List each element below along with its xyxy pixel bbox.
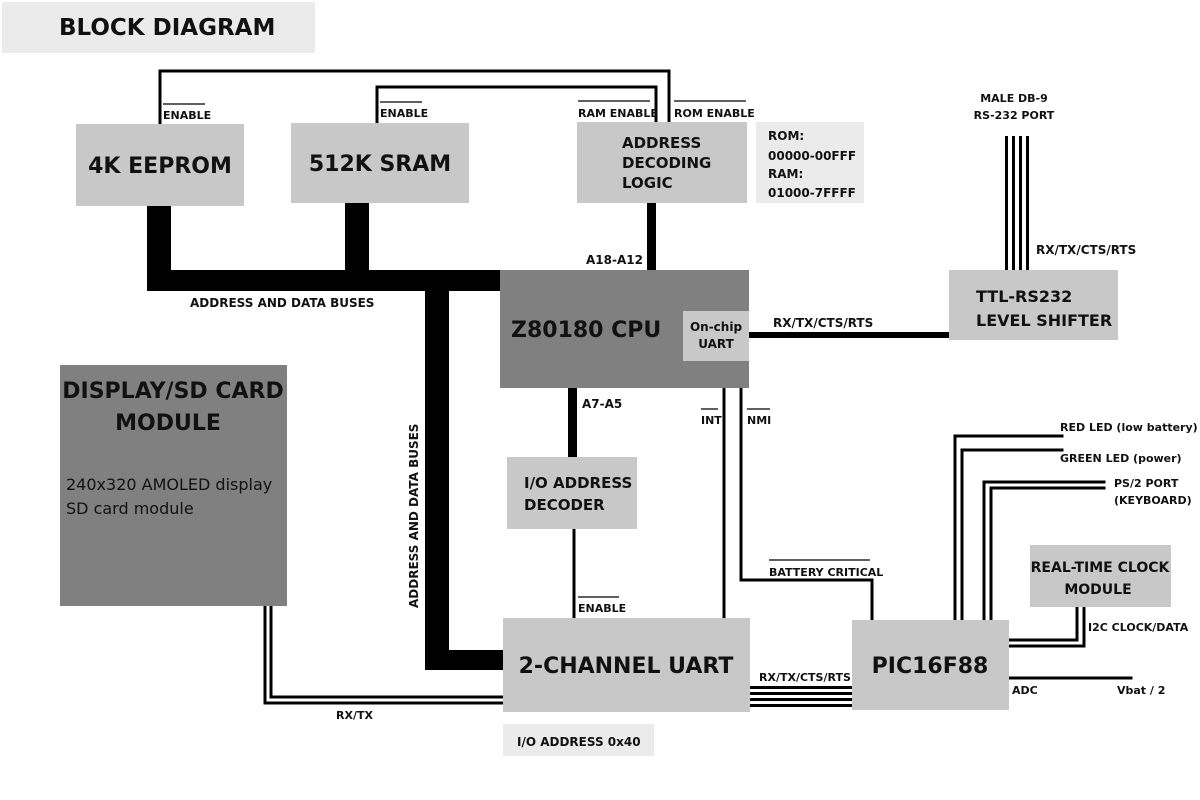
int-label: INT <box>701 408 722 427</box>
memory-map-line-4: 01000-7FFFF <box>768 186 856 200</box>
rx-tx-wire-outer <box>263 603 505 705</box>
rx-tx-wire-inner <box>269 603 505 699</box>
addr-decode-line-1: ADDRESS <box>622 134 701 152</box>
red-led-wire <box>953 434 1064 622</box>
ps2-wire-inner <box>989 486 1106 622</box>
uart-address-label: I/O ADDRESS 0x40 <box>517 735 641 749</box>
uart2-label: 2-CHANNEL UART <box>519 654 734 679</box>
db9-label-line-1: MALE DB-9 <box>980 92 1048 105</box>
cpu-label: Z80180 CPU <box>511 318 661 343</box>
i2c-label: I2C CLOCK/DATA <box>1088 621 1189 634</box>
sram-enable-label: ENABLE <box>380 101 428 120</box>
memory-map-note: ROM: 00000-00FFF RAM: 01000-7FFFF <box>756 122 864 203</box>
address-decoding-block[interactable]: ADDRESS DECODING LOGIC <box>577 122 747 203</box>
ram-enable-wire <box>375 85 658 126</box>
vbat-label: Vbat / 2 <box>1117 684 1165 697</box>
a18-a12-wire <box>647 203 656 270</box>
svg-text:ENABLE: ENABLE <box>380 107 428 120</box>
rtc-block[interactable]: REAL-TIME CLOCK MODULE <box>1030 545 1171 607</box>
pic-label: PIC16F88 <box>872 654 989 679</box>
display-desc-line-1: 240x320 AMOLED display <box>66 475 272 494</box>
nmi-wire <box>739 386 874 622</box>
io-address-decoder-block[interactable]: I/O ADDRESS DECODER <box>507 457 637 529</box>
red-led-label: RED LED (low battery) <box>1060 421 1198 434</box>
db9-wires <box>1005 136 1029 270</box>
uart-address-note: I/O ADDRESS 0x40 <box>503 724 654 756</box>
memory-map-line-3: RAM: <box>768 167 803 181</box>
i2c-wire-inner <box>1006 604 1079 642</box>
eeprom-label: 4K EEPROM <box>88 154 232 179</box>
rx-tx-label: RX/TX <box>336 709 373 722</box>
on-chip-uart[interactable]: On-chip UART <box>683 311 749 361</box>
title-banner <box>2 2 315 53</box>
level-shifter-line-2: LEVEL SHIFTER <box>976 311 1112 330</box>
io-decoder-line-2: DECODER <box>524 496 605 514</box>
bus-horizontal <box>147 270 501 291</box>
level-shifter-line-1: TTL-RS232 <box>976 287 1072 306</box>
on-chip-uart-line-2: UART <box>698 337 734 351</box>
ps2-label-line-1: PS/2 PORT <box>1114 477 1179 490</box>
display-title-line-2: MODULE <box>115 411 221 436</box>
io-decoder-line-1: I/O ADDRESS <box>524 474 632 492</box>
eeprom-block[interactable]: 4K EEPROM <box>76 124 244 206</box>
sram-block[interactable]: 512K SRAM <box>291 123 469 203</box>
green-led-wire <box>960 448 1064 622</box>
rs232-signals-label: RX/TX/CTS/RTS <box>1036 243 1136 257</box>
bus-vertical <box>425 270 449 670</box>
uart-pic-signals-label: RX/TX/CTS/RTS <box>759 671 851 684</box>
svg-text:RAM ENABLE: RAM ENABLE <box>578 107 658 120</box>
svg-text:INT: INT <box>701 414 722 427</box>
on-chip-uart-line-1: On-chip <box>690 320 742 334</box>
ps2-label-line-2: (KEYBOARD) <box>1114 494 1192 507</box>
cpu-rs232-wire <box>748 332 949 338</box>
pic16f88-block[interactable]: PIC16F88 <box>852 620 1009 710</box>
a7-a5-label: A7-A5 <box>582 397 622 411</box>
bus-to-uart <box>425 650 505 670</box>
sram-label: 512K SRAM <box>309 152 451 177</box>
cpu-uart-signals-label: RX/TX/CTS/RTS <box>773 316 873 330</box>
a18-a12-label: A18-A12 <box>586 253 643 267</box>
memory-map-line-2: 00000-00FFF <box>768 149 856 163</box>
display-title-line-1: DISPLAY/SD CARD <box>62 379 283 404</box>
green-led-label: GREEN LED (power) <box>1060 452 1182 465</box>
cpu-block[interactable]: Z80180 CPU On-chip UART <box>500 270 749 388</box>
uart-pic-wires <box>750 686 852 707</box>
display-sd-card-block[interactable]: DISPLAY/SD CARD MODULE 240x320 AMOLED di… <box>60 365 287 606</box>
ram-enable-label: RAM ENABLE <box>578 100 658 120</box>
display-desc-line-2: SD card module <box>66 499 194 518</box>
bus-vertical-label: ADDRESS AND DATA BUSES <box>407 424 421 608</box>
i2c-wire-outer <box>1006 604 1086 648</box>
rtc-line-1: REAL-TIME CLOCK <box>1031 560 1171 576</box>
svg-text:ENABLE: ENABLE <box>578 602 626 615</box>
adc-label: ADC <box>1012 684 1038 697</box>
bus-horizontal-label: ADDRESS AND DATA BUSES <box>190 296 374 310</box>
rom-enable-label: ROM ENABLE <box>674 100 755 120</box>
uart-enable-label: ENABLE <box>578 596 626 615</box>
rtc-line-2: MODULE <box>1064 582 1131 598</box>
svg-text:NMI: NMI <box>747 414 771 427</box>
diagram-title: BLOCK DIAGRAM <box>59 15 275 41</box>
addr-decode-line-2: DECODING <box>622 154 711 172</box>
svg-text:BATTERY CRITICAL: BATTERY CRITICAL <box>769 566 883 579</box>
addr-decode-line-3: LOGIC <box>622 174 673 192</box>
rom-enable-wire <box>158 69 671 126</box>
svg-text:ROM ENABLE: ROM ENABLE <box>674 107 755 120</box>
eeprom-enable-label: ENABLE <box>163 103 211 122</box>
level-shifter-block[interactable]: TTL-RS232 LEVEL SHIFTER <box>949 270 1118 340</box>
battery-critical-label: BATTERY CRITICAL <box>769 559 883 579</box>
ps2-wire-outer <box>982 480 1106 622</box>
svg-text:ENABLE: ENABLE <box>163 109 211 122</box>
db9-label-line-2: RS-232 PORT <box>974 109 1055 122</box>
two-channel-uart-block[interactable]: 2-CHANNEL UART <box>503 618 750 712</box>
nmi-label: NMI <box>747 408 771 427</box>
memory-map-line-1: ROM: <box>768 129 804 143</box>
a7-a5-wire <box>568 388 577 458</box>
